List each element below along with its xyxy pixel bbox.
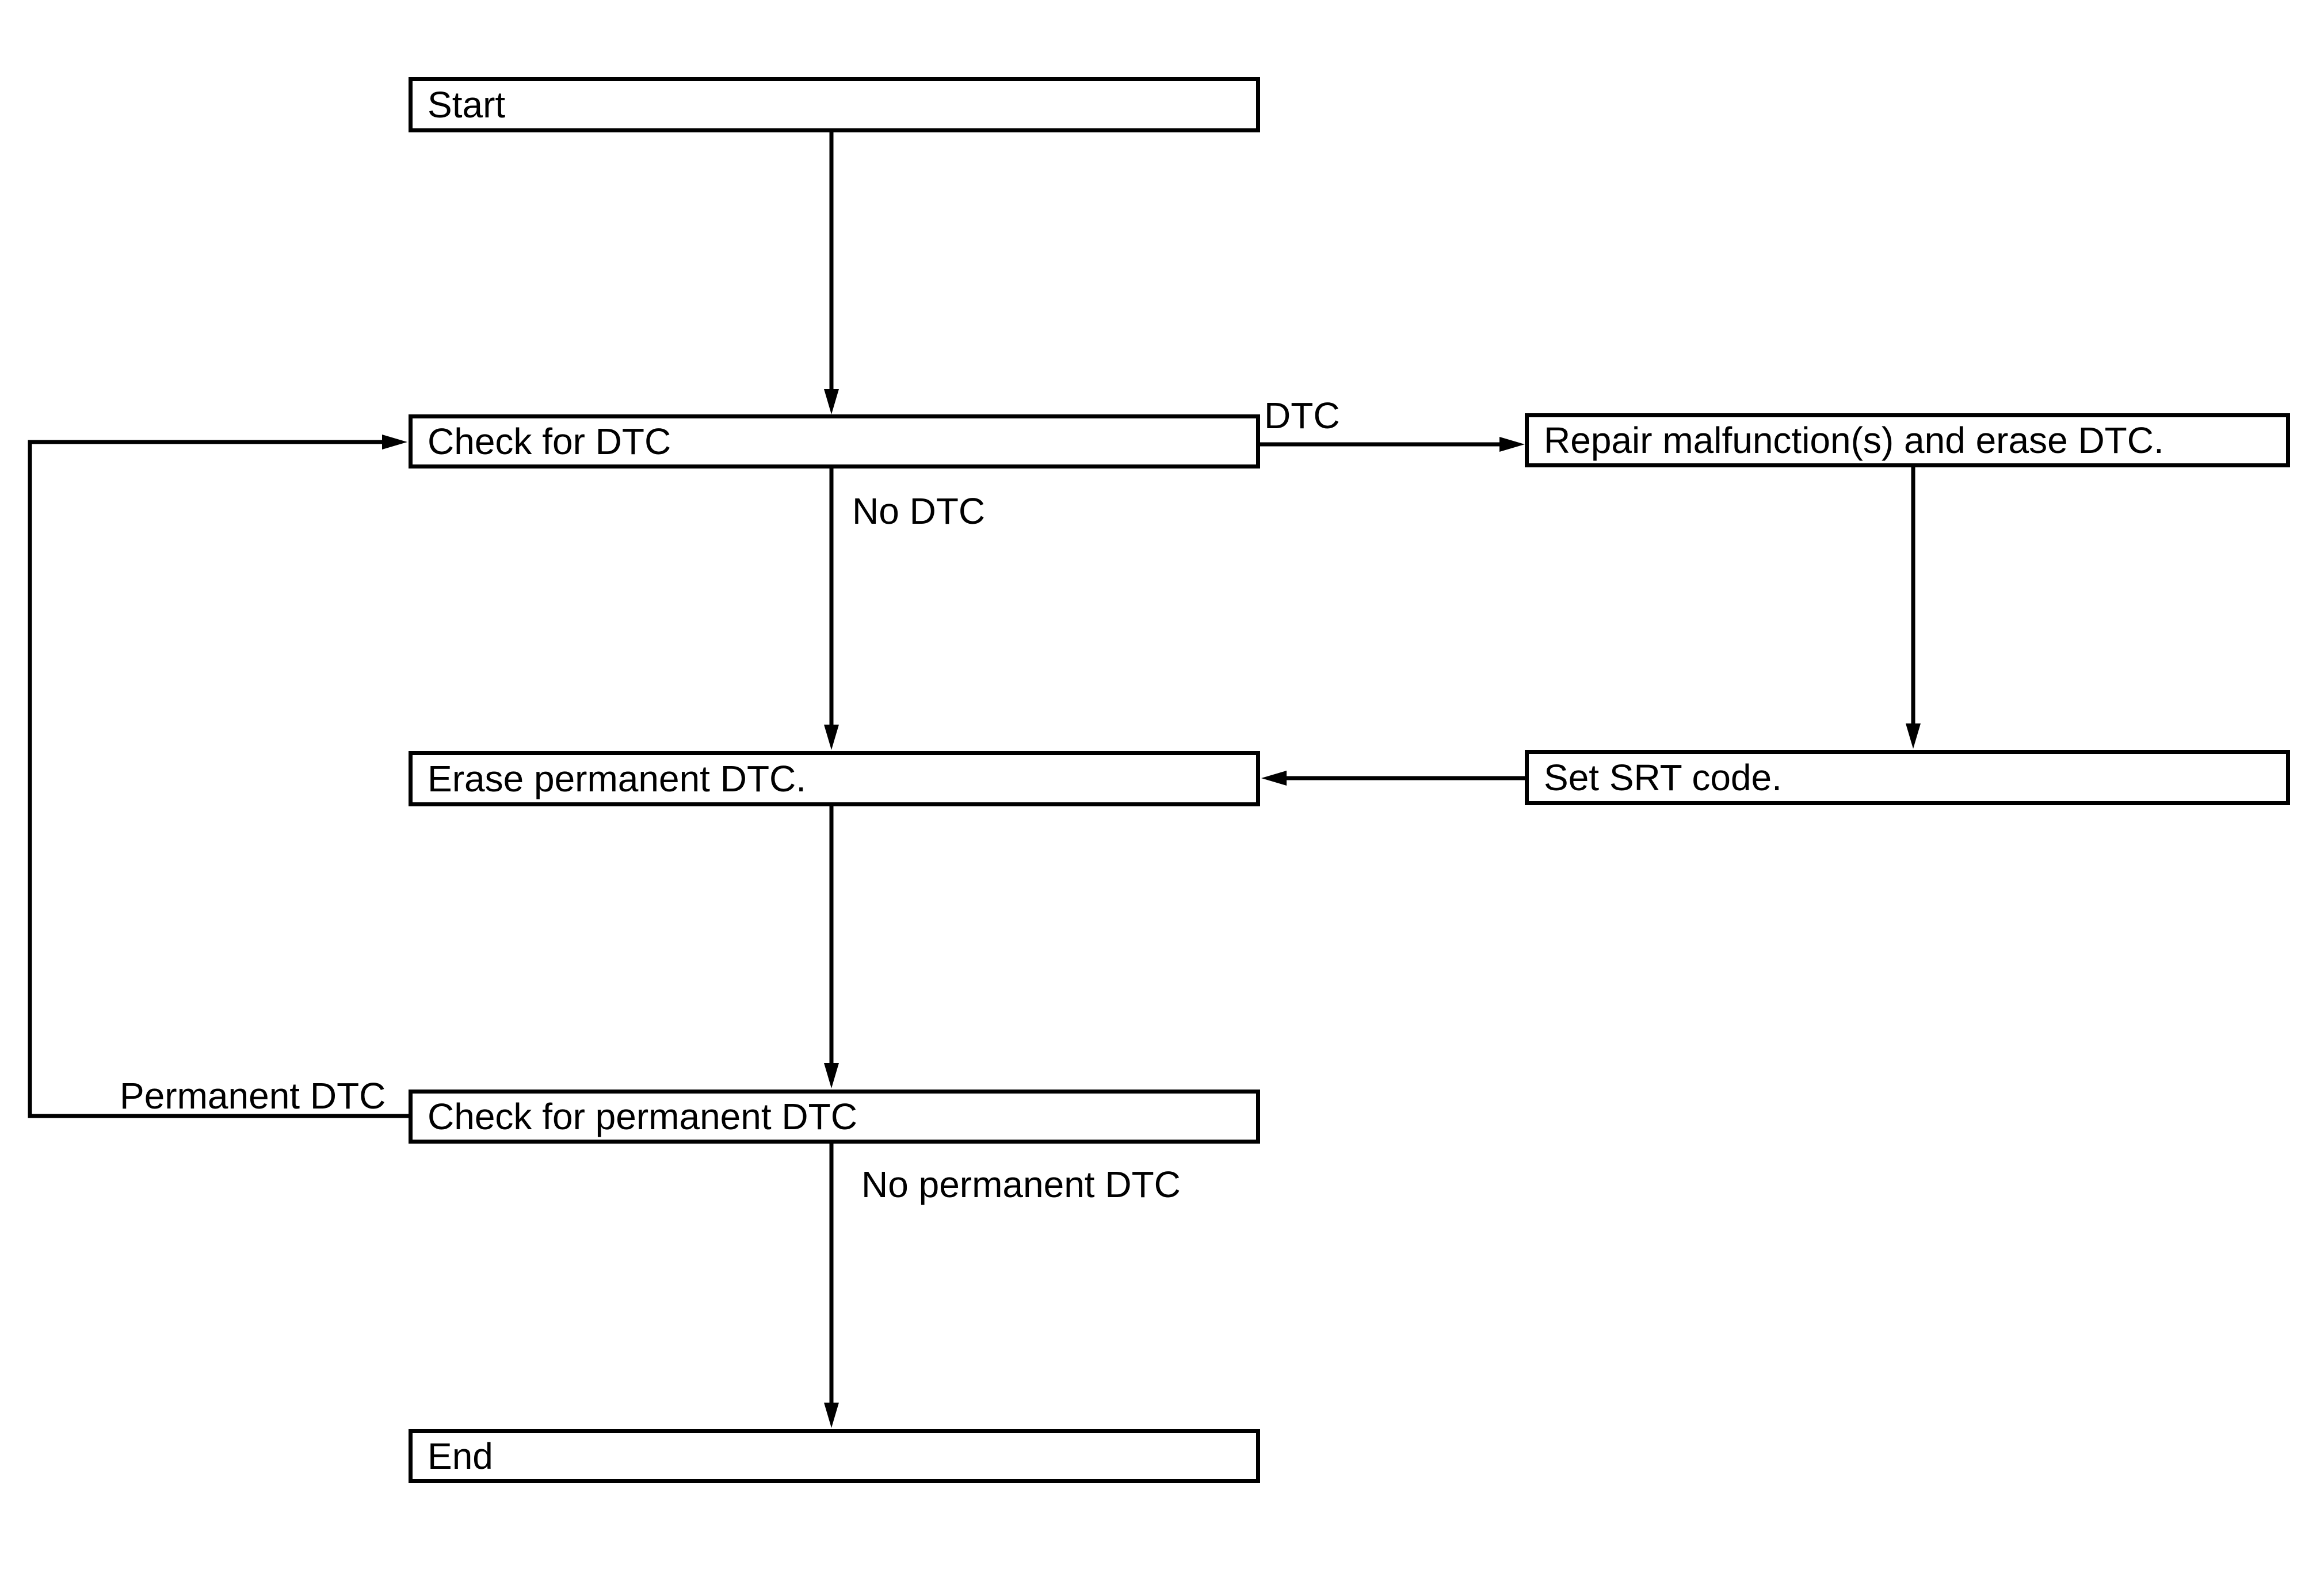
edge-erase-permanent-to-check-permanent — [824, 806, 839, 1088]
node-check-dtc-label: Check for DTC — [428, 421, 671, 462]
edge-label-permanent-dtc: Permanent DTC — [120, 1075, 386, 1117]
arrowhead-down-icon — [824, 725, 839, 750]
node-start: Start — [409, 77, 1260, 132]
node-set-srt-code: Set SRT code. — [1525, 750, 2290, 805]
node-set-srt-code-label: Set SRT code. — [1544, 757, 1782, 798]
edge-start-to-check-dtc — [824, 132, 839, 414]
arrowhead-right-icon — [382, 435, 407, 450]
edge-check-dtc-to-repair — [1260, 437, 1525, 452]
arrowhead-down-icon — [1906, 723, 1921, 749]
node-erase-permanent-dtc-label: Erase permanent DTC. — [428, 758, 807, 799]
arrowhead-down-icon — [824, 389, 839, 414]
edge-check-dtc-to-erase-permanent — [824, 468, 839, 750]
edge-set-srt-to-erase-permanent — [1261, 771, 1525, 786]
edge-repair-to-set-srt — [1906, 466, 1921, 749]
edge-label-dtc: DTC — [1264, 395, 1340, 436]
edge-label-no-permanent-dtc: No permanent DTC — [861, 1164, 1181, 1205]
edge-line — [28, 440, 409, 1118]
node-start-label: Start — [428, 84, 506, 125]
arrowhead-down-icon — [824, 1063, 839, 1088]
node-check-permanent-dtc-label: Check for permanent DTC — [428, 1096, 857, 1137]
node-end-label: End — [428, 1435, 493, 1477]
edge-label-no-dtc: No DTC — [852, 490, 986, 532]
node-repair: Repair malfunction(s) and erase DTC. — [1525, 413, 2290, 467]
node-repair-label: Repair malfunction(s) and erase DTC. — [1544, 420, 2164, 461]
node-end: End — [409, 1429, 1260, 1483]
arrowhead-down-icon — [824, 1403, 839, 1428]
arrowhead-right-icon — [1499, 437, 1525, 452]
node-check-permanent-dtc: Check for permanent DTC — [409, 1090, 1260, 1144]
edge-check-permanent-to-end — [824, 1144, 839, 1428]
node-erase-permanent-dtc: Erase permanent DTC. — [409, 751, 1260, 806]
node-check-dtc: Check for DTC — [409, 414, 1260, 468]
arrowhead-left-icon — [1261, 771, 1287, 786]
edge-loop-check-permanent-to-check-dtc — [28, 435, 409, 1118]
